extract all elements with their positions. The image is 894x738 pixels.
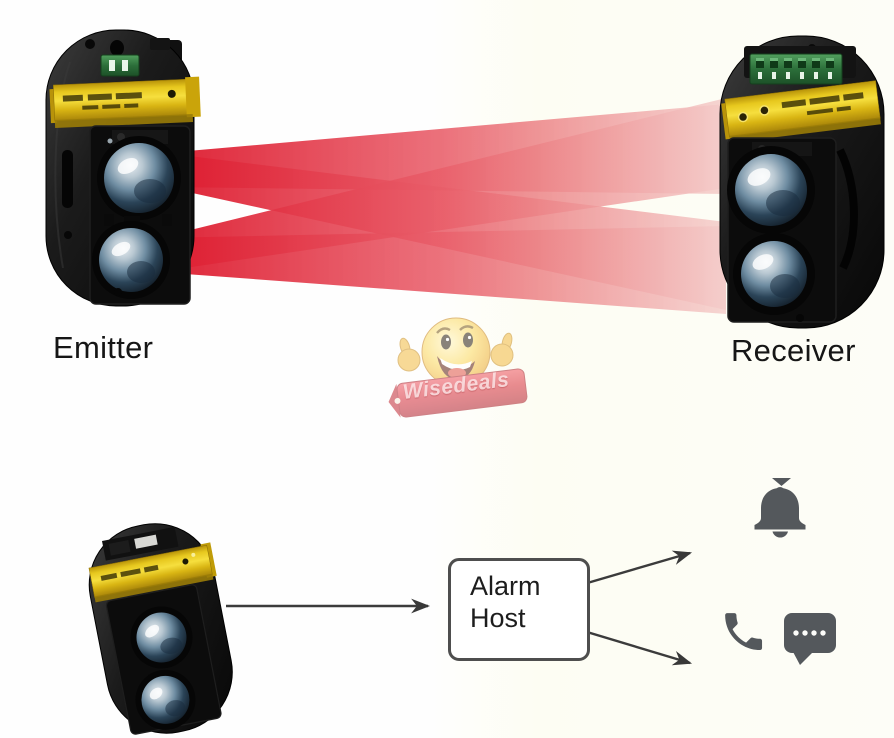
- watermark-tag-hole: [394, 397, 401, 404]
- message-bubble-icon: [784, 613, 836, 665]
- sensor-device-small: [88, 523, 233, 735]
- receiver-band-screw1: [737, 111, 749, 123]
- emitter-mid-slot-left: [104, 214, 114, 226]
- small-sensor-lens-top: [130, 606, 193, 669]
- small-sensor-yellow-band: [88, 542, 217, 603]
- emitter-mid-clip: [124, 216, 140, 225]
- receiver-bottom-screw: [796, 314, 804, 322]
- alert-icons: [725, 478, 836, 665]
- emitter-top-hole: [110, 40, 124, 56]
- watermark-tag: [388, 368, 528, 418]
- watermark-smiley-face: [421, 317, 491, 387]
- emitter-mid-slot-right: [162, 214, 172, 226]
- watermark-hands: [397, 332, 514, 372]
- flow-arrows: [226, 550, 693, 666]
- receiver-yellow-band: [721, 80, 881, 143]
- small-sensor-lens-bottom: [135, 669, 196, 730]
- arrow-host-to-phone: [576, 627, 693, 666]
- emitter-lens-bottom: [92, 221, 170, 299]
- phone-icon: [725, 613, 763, 651]
- receiver-lens-top: [727, 146, 815, 234]
- emitter-label: Emitter: [53, 330, 154, 365]
- emitter-band-print: [62, 92, 142, 110]
- emitter-top-screw: [85, 39, 95, 49]
- small-sensor-label: [134, 534, 158, 549]
- beam-bottom-to-top: [158, 98, 726, 272]
- receiver-lens-bottom: [733, 233, 815, 315]
- bell-icon: [754, 478, 806, 538]
- emitter-side-screw: [64, 231, 72, 239]
- emitter-band-led: [167, 89, 176, 98]
- alarm-host-line1: Alarm: [470, 571, 541, 601]
- emitter-top-slot: [150, 38, 170, 50]
- emitter-housing-pin: [107, 138, 113, 144]
- small-sensor-slot: [108, 540, 131, 556]
- beam-bottom-to-bottom: [158, 226, 726, 314]
- infrared-beams: [158, 98, 726, 314]
- emitter-housing-screw: [117, 133, 125, 141]
- arrow-host-to-bell: [576, 550, 693, 588]
- receiver-band-screw2: [759, 105, 770, 116]
- receiver-bracket-arc: [836, 148, 858, 270]
- receiver-device: [719, 35, 885, 329]
- emitter-body-highlight: [54, 61, 71, 269]
- alarm-host-line2: Host: [470, 603, 526, 633]
- receiver-terminal-block: [749, 53, 843, 85]
- alarm-host-box: Alarm Host: [448, 558, 590, 661]
- emitter-lens-top: [97, 136, 181, 220]
- receiver-band-print: [781, 92, 864, 116]
- receiver-label: Receiver: [731, 333, 856, 368]
- emitter-device: [45, 29, 201, 307]
- emitter-terminal-block: [100, 54, 140, 77]
- emitter-bottom-screw: [114, 288, 122, 296]
- emitter-side-slot: [62, 150, 73, 208]
- emitter-yellow-band: [49, 76, 201, 128]
- watermark-logo: [388, 317, 528, 418]
